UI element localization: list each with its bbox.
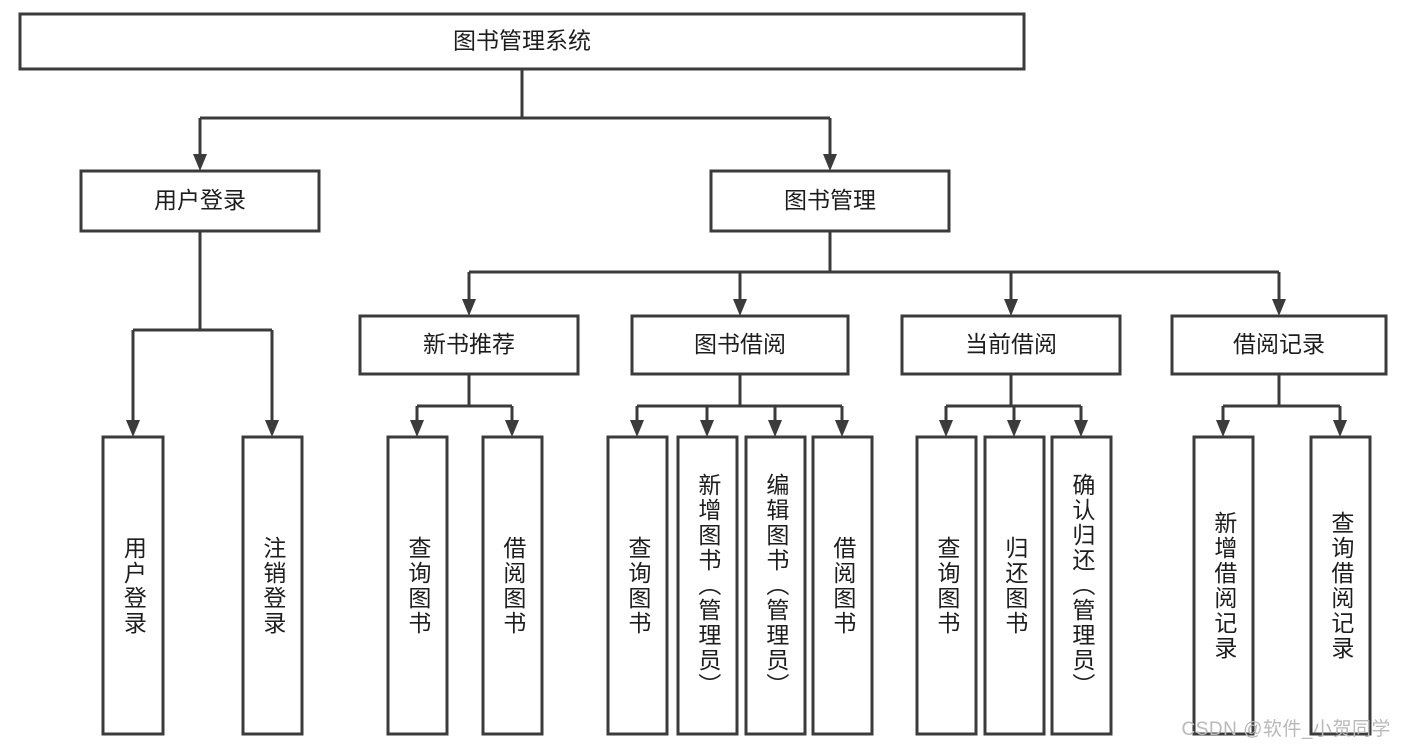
arrow-head-icon [1074,420,1088,437]
arrow-head-icon [1004,299,1018,316]
leaf-node-box-1[interactable] [241,435,304,736]
arrow-head-icon [823,154,837,171]
level3-node-label-0: 新书推荐 [423,331,515,357]
leaf-node-box-8[interactable] [915,435,978,736]
arrow-head-icon [1007,420,1021,437]
arrow-head-icon [939,420,953,437]
level3-node-label-2: 当前借阅 [965,331,1057,357]
level3-node-label-1: 图书借阅 [694,331,786,357]
leaf-node-box-4[interactable] [606,435,669,736]
level2-node-box-0[interactable] [79,169,321,233]
arrow-head-icon [505,420,519,437]
arrow-head-icon [733,299,747,316]
arrow-head-icon [835,420,849,437]
connector-layer [126,69,1347,437]
leaf-node-box-0[interactable] [101,435,165,736]
arrow-head-icon [630,420,644,437]
leaf-node-box-11[interactable] [1192,435,1255,736]
level2-node-box-1[interactable] [709,169,951,233]
arrow-head-icon [265,420,279,437]
leaf-node-box-2[interactable] [386,435,449,736]
level3-node-box-1[interactable] [630,314,850,376]
leaf-node-box-9[interactable] [983,435,1046,736]
csdn-watermark: CSDN @软件_小贺同学 [1181,719,1391,740]
level3-node-box-0[interactable] [358,314,580,376]
leaf-node-box-3[interactable] [481,435,544,736]
leaf-node-box-10[interactable] [1050,435,1113,736]
leaf-node-box-7[interactable] [811,435,874,736]
level3-node-box-3[interactable] [1170,314,1388,376]
arrow-head-icon [768,420,782,437]
arrow-head-icon [1272,299,1286,316]
level2-node-label-1: 图书管理 [784,187,876,213]
leaf-node-box-5[interactable] [676,435,739,736]
node-box-layer [18,12,1388,736]
arrow-head-icon [193,154,207,171]
leaf-node-box-6[interactable] [744,435,807,736]
level3-node-label-3: 借阅记录 [1233,331,1325,357]
arrow-head-icon [1333,420,1347,437]
level3-node-box-2[interactable] [900,314,1122,376]
arrow-head-icon [700,420,714,437]
root-node-box-0[interactable] [18,12,1026,71]
leaf-node-box-12[interactable] [1309,435,1372,736]
root-node-label-0: 图书管理系统 [453,28,591,54]
arrow-head-icon [1216,420,1230,437]
level2-node-label-0: 用户登录 [154,187,246,213]
arrow-head-icon [126,420,140,437]
arrow-head-icon [462,299,476,316]
arrow-head-icon [410,420,424,437]
